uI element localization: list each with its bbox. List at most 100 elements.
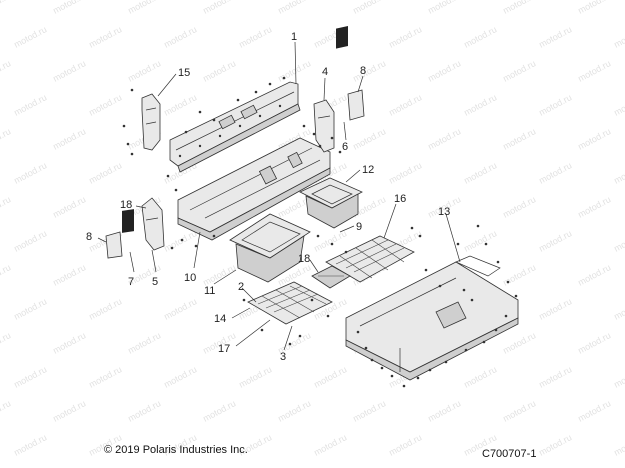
fastener-dot bbox=[380, 366, 384, 370]
watermark-text: motod.ru bbox=[501, 0, 537, 16]
watermark-text: motod.ru bbox=[501, 126, 537, 152]
fastener-dot bbox=[212, 234, 216, 238]
watermark-text: motod.ru bbox=[537, 24, 573, 50]
part-6-vent-grille bbox=[336, 26, 348, 49]
watermark-text: motod.ru bbox=[201, 398, 237, 424]
fastener-dot bbox=[496, 260, 500, 264]
watermark-text: motod.ru bbox=[576, 262, 612, 288]
watermark-text: motod.ru bbox=[501, 398, 537, 424]
part-15-side-bracket bbox=[141, 93, 161, 151]
watermark-text: motod.ru bbox=[612, 364, 625, 390]
watermark-text: motod.ru bbox=[162, 364, 198, 390]
callout-4: 4 bbox=[322, 66, 328, 78]
callout-5: 5 bbox=[152, 276, 158, 288]
watermark-text: motod.ru bbox=[276, 0, 312, 16]
callout-9: 9 bbox=[356, 221, 362, 233]
watermark-text: motod.ru bbox=[612, 92, 625, 118]
callout-3: 3 bbox=[280, 351, 286, 363]
fastener-dot bbox=[122, 124, 126, 128]
watermark-text: motod.ru bbox=[276, 398, 312, 424]
fastener-dot bbox=[338, 150, 342, 154]
watermark-text: motod.ru bbox=[0, 398, 12, 424]
watermark-text: motod.ru bbox=[387, 432, 423, 458]
fastener-dot bbox=[482, 340, 486, 344]
fastener-dot bbox=[166, 174, 170, 178]
watermark-text: motod.ru bbox=[87, 160, 123, 186]
fastener-dot bbox=[416, 376, 420, 380]
part-8-cover-plate-left bbox=[105, 231, 123, 259]
fastener-dot bbox=[504, 314, 508, 318]
watermark-text: motod.ru bbox=[201, 0, 237, 16]
watermark-text: motod.ru bbox=[462, 160, 498, 186]
fastener-dot bbox=[444, 360, 448, 364]
watermark-text: motod.ru bbox=[537, 364, 573, 390]
watermark-text: motod.ru bbox=[312, 228, 348, 254]
diagram-code: C700707-1 bbox=[482, 448, 537, 460]
callout-12: 12 bbox=[362, 164, 374, 176]
fastener-dot bbox=[424, 268, 428, 272]
watermark-text: motod.ru bbox=[0, 262, 12, 288]
callout-18-center: 18 bbox=[298, 253, 310, 265]
fastener-dot bbox=[326, 314, 330, 318]
callout-10: 10 bbox=[184, 272, 196, 284]
watermark-text: motod.ru bbox=[51, 330, 87, 356]
fastener-dot bbox=[438, 284, 442, 288]
watermark-text: motod.ru bbox=[51, 126, 87, 152]
watermark-text: motod.ru bbox=[201, 262, 237, 288]
fastener-dot bbox=[236, 98, 240, 102]
watermark-text: motod.ru bbox=[312, 364, 348, 390]
fastener-dot bbox=[344, 250, 348, 254]
callout-11: 11 bbox=[204, 285, 215, 297]
fastener-dot bbox=[170, 246, 174, 250]
watermark-text: motod.ru bbox=[0, 0, 12, 16]
callout-labels: 1 2 3 4 5 6 7 8 8 9 10 11 12 13 14 15 16… bbox=[86, 31, 450, 363]
watermark-text: motod.ru bbox=[87, 364, 123, 390]
watermark-text: motod.ru bbox=[576, 398, 612, 424]
watermark-text: motod.ru bbox=[126, 330, 162, 356]
watermark-text: motod.ru bbox=[501, 58, 537, 84]
fastener-dot bbox=[470, 298, 474, 302]
callout-14: 14 bbox=[214, 313, 226, 325]
fastener-dot bbox=[212, 118, 216, 122]
fastener-dot bbox=[312, 132, 316, 136]
watermark-text: motod.ru bbox=[162, 24, 198, 50]
watermark-text: motod.ru bbox=[426, 126, 462, 152]
watermark-text: motod.ru bbox=[537, 160, 573, 186]
watermark-text: motod.ru bbox=[12, 296, 48, 322]
watermark-text: motod.ru bbox=[426, 0, 462, 16]
watermark-text: motod.ru bbox=[351, 58, 387, 84]
watermark-text: motod.ru bbox=[162, 296, 198, 322]
watermark-text: motod.ru bbox=[126, 398, 162, 424]
watermark-text: motod.ru bbox=[87, 24, 123, 50]
watermark-text: motod.ru bbox=[462, 92, 498, 118]
watermark-text: motod.ru bbox=[612, 24, 625, 50]
watermark-text: motod.ru bbox=[612, 160, 625, 186]
watermark-text: motod.ru bbox=[312, 432, 348, 458]
watermark-text: motod.ru bbox=[0, 58, 12, 84]
fastener-dot bbox=[298, 334, 302, 338]
watermark-text: motod.ru bbox=[51, 398, 87, 424]
watermark-text: motod.ru bbox=[387, 24, 423, 50]
fastener-dot bbox=[390, 374, 394, 378]
watermark-text: motod.ru bbox=[162, 92, 198, 118]
fastener-dot bbox=[356, 330, 360, 334]
watermark-text: motod.ru bbox=[0, 126, 12, 152]
watermark-text: motod.ru bbox=[12, 24, 48, 50]
fastener-dot bbox=[316, 234, 320, 238]
fastener-dot bbox=[410, 226, 414, 230]
watermark-text: motod.ru bbox=[501, 330, 537, 356]
watermark-text: motod.ru bbox=[387, 92, 423, 118]
fastener-dot bbox=[456, 242, 460, 246]
watermark-text: motod.ru bbox=[426, 398, 462, 424]
callout-8-right: 8 bbox=[360, 65, 366, 77]
watermark-text: motod.ru bbox=[126, 0, 162, 16]
callout-8-left: 8 bbox=[86, 231, 92, 243]
fastener-dot bbox=[428, 368, 432, 372]
callout-6: 6 bbox=[342, 141, 348, 153]
watermark-text: motod.ru bbox=[537, 228, 573, 254]
watermark-text: motod.ru bbox=[576, 58, 612, 84]
watermark-text: motod.ru bbox=[12, 432, 48, 458]
callout-15: 15 bbox=[178, 67, 190, 79]
watermark-text: motod.ru bbox=[87, 92, 123, 118]
leader-lines bbox=[97, 41, 461, 351]
